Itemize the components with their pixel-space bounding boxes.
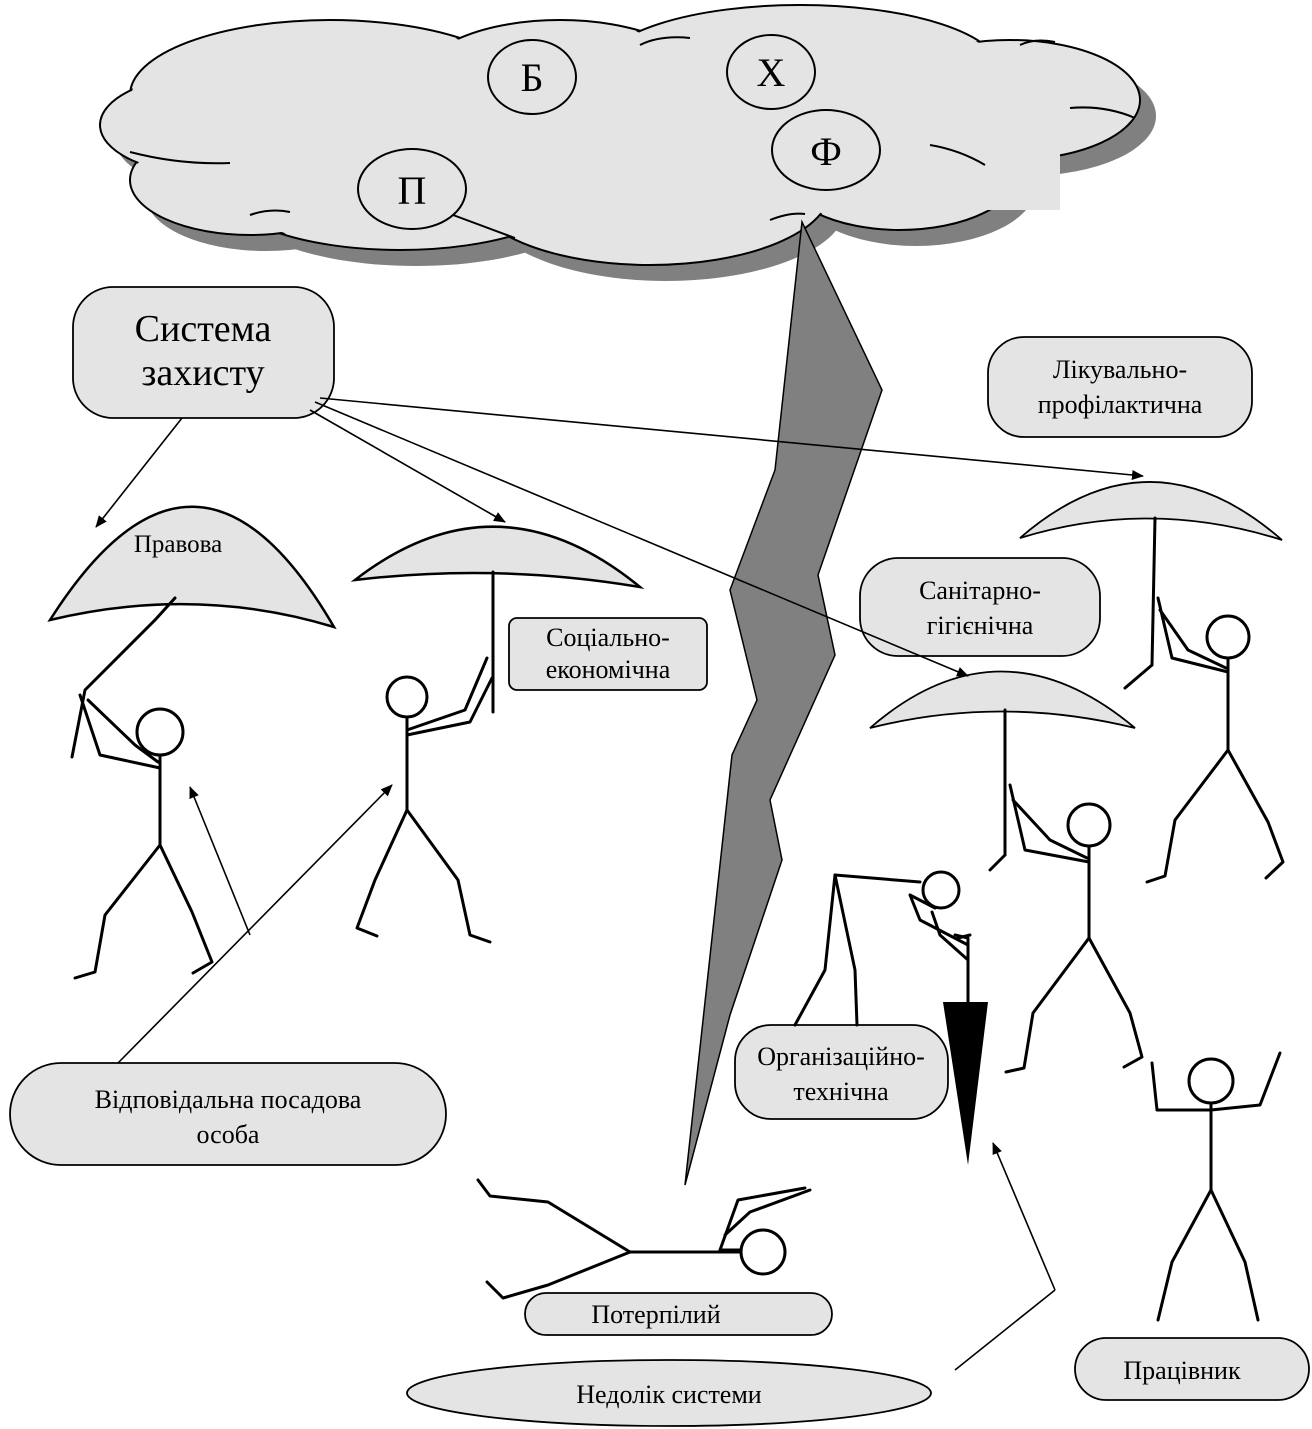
responsible-official-line1: Відповідальна посадова (95, 1085, 362, 1114)
protection-system-line1: Система (135, 308, 272, 350)
person-legal (73, 693, 214, 980)
socio-economic-umbrella (350, 525, 645, 714)
sanitary-hygienic-box: Санітарно- гігієнічна (859, 557, 1101, 657)
person-victim (476, 1178, 812, 1300)
organizational-technical-box: Організаційно- технічна (734, 1024, 949, 1120)
organizational-technical-line1: Організаційно- (757, 1042, 925, 1071)
hazard-b-label: Б (521, 55, 544, 100)
cloud-inner-curves (129, 36, 1136, 239)
arrows (95, 397, 1144, 1371)
worker-box: Працівник (1074, 1337, 1310, 1401)
sanitary-hygienic-line1: Санітарно- (919, 576, 1041, 605)
system-flaw-box: Недолік системи (406, 1359, 932, 1427)
broken-umbrella (943, 933, 988, 1165)
hazard-b: Б (487, 39, 577, 115)
protection-system-box: Система захисту (72, 286, 335, 419)
victim-box: Потерпілий (524, 1292, 833, 1336)
system-flaw-label: Недолік системи (576, 1380, 762, 1409)
sanitary-hygienic-umbrella (869, 670, 1136, 857)
hazard-f: Ф (771, 109, 881, 191)
person-organizational-technical (793, 870, 972, 1027)
medical-preventive-box: Лікувально- профілактична (987, 336, 1253, 438)
person-socio-economic (355, 656, 494, 944)
responsible-official-box: Відповідальна посадова особа (9, 1062, 447, 1166)
person-medical-preventive (1123, 596, 1285, 884)
lightning-bolt (684, 219, 883, 1186)
legal-umbrella-label: Правова (134, 531, 222, 558)
responsible-official-line2: особа (197, 1120, 260, 1149)
victim-label: Потерпілий (591, 1300, 720, 1329)
medical-preventive-line1: Лікувально- (1053, 355, 1187, 384)
medical-preventive-line2: профілактична (1038, 390, 1203, 419)
hazard-p: П (357, 148, 467, 230)
organizational-technical-line2: технічна (793, 1077, 889, 1106)
medical-preventive-umbrella (1019, 481, 1283, 667)
worker-label: Працівник (1123, 1356, 1241, 1385)
socio-economic-line1: Соціально- (546, 623, 670, 652)
sanitary-hygienic-line2: гігієнічна (927, 611, 1034, 640)
hazard-kh-label: Х (757, 50, 786, 95)
person-worker (1150, 1051, 1282, 1322)
hazard-p-label: П (398, 168, 427, 213)
protection-system-line2: захисту (141, 352, 264, 394)
hazard-f-label: Ф (810, 129, 842, 174)
person-sanitary-hygienic (988, 783, 1144, 1074)
socio-economic-line2: економічна (546, 655, 671, 684)
legal-umbrella: Правова (47, 505, 337, 759)
socio-economic-box: Соціально- економічна (508, 617, 708, 691)
hazard-cloud: Б Х Ф П (99, 4, 1156, 281)
hazard-kh: Х (726, 34, 816, 110)
